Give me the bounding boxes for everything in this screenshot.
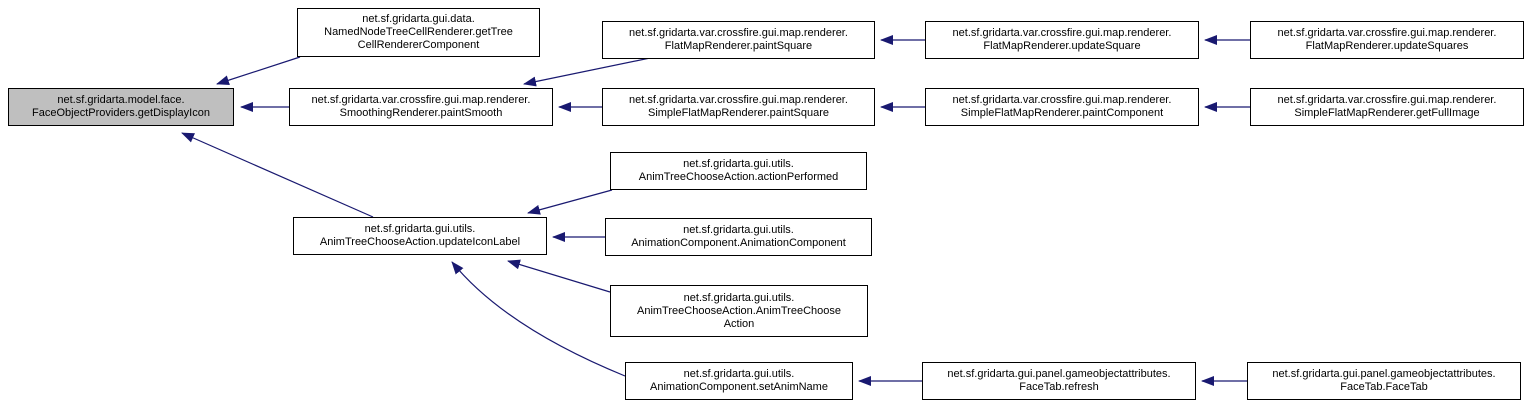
edge-actionPerformed-to-updateIconLabel <box>527 189 613 215</box>
node-updatesquare[interactable]: net.sf.gridarta.var.crossfire.gui.map.re… <box>925 21 1199 59</box>
node-animtreechooseaction-ctor[interactable]: net.sf.gridarta.gui.utils. AnimTreeChoos… <box>610 285 868 337</box>
node-simpleflat-paintsquare[interactable]: net.sf.gridarta.var.crossfire.gui.map.re… <box>602 88 875 126</box>
edge-AnimTreeChooseAction-to-updateIconLabel <box>507 259 611 293</box>
node-actionperformed[interactable]: net.sf.gridarta.gui.utils. AnimTreeChoos… <box>610 152 867 190</box>
node-updatesquares[interactable]: net.sf.gridarta.var.crossfire.gui.map.re… <box>1250 21 1524 59</box>
edge-updateIconLabel-to-getDisplayIcon <box>181 132 374 218</box>
node-flatmaprenderer-paintsquare[interactable]: net.sf.gridarta.var.crossfire.gui.map.re… <box>602 21 875 59</box>
edge-setAnimName-to-updateIconLabel <box>451 261 626 377</box>
node-getTreeCellRendererComponent[interactable]: net.sf.gridarta.gui.data. NamedNodeTreeC… <box>297 8 540 57</box>
edge-FlatMapRenderer-paintSquare-to-paintSmooth <box>523 57 651 87</box>
node-updateiconlabel[interactable]: net.sf.gridarta.gui.utils. AnimTreeChoos… <box>293 217 547 255</box>
node-getDisplayIcon: net.sf.gridarta.model.face. FaceObjectPr… <box>8 88 234 126</box>
edge-getTreeCellRendererComponent-to-getDisplayIcon <box>216 56 301 86</box>
node-setanimname[interactable]: net.sf.gridarta.gui.utils. AnimationComp… <box>625 362 853 400</box>
node-facetab-facetab[interactable]: net.sf.gridarta.gui.panel.gameobjectattr… <box>1247 362 1521 400</box>
node-paintcomponent[interactable]: net.sf.gridarta.var.crossfire.gui.map.re… <box>925 88 1199 126</box>
node-paintSmooth[interactable]: net.sf.gridarta.var.crossfire.gui.map.re… <box>289 88 553 126</box>
node-animationcomponent-ctor[interactable]: net.sf.gridarta.gui.utils. AnimationComp… <box>605 218 872 256</box>
node-getfullimage[interactable]: net.sf.gridarta.var.crossfire.gui.map.re… <box>1250 88 1524 126</box>
node-facetab-refresh[interactable]: net.sf.gridarta.gui.panel.gameobjectattr… <box>922 362 1196 400</box>
